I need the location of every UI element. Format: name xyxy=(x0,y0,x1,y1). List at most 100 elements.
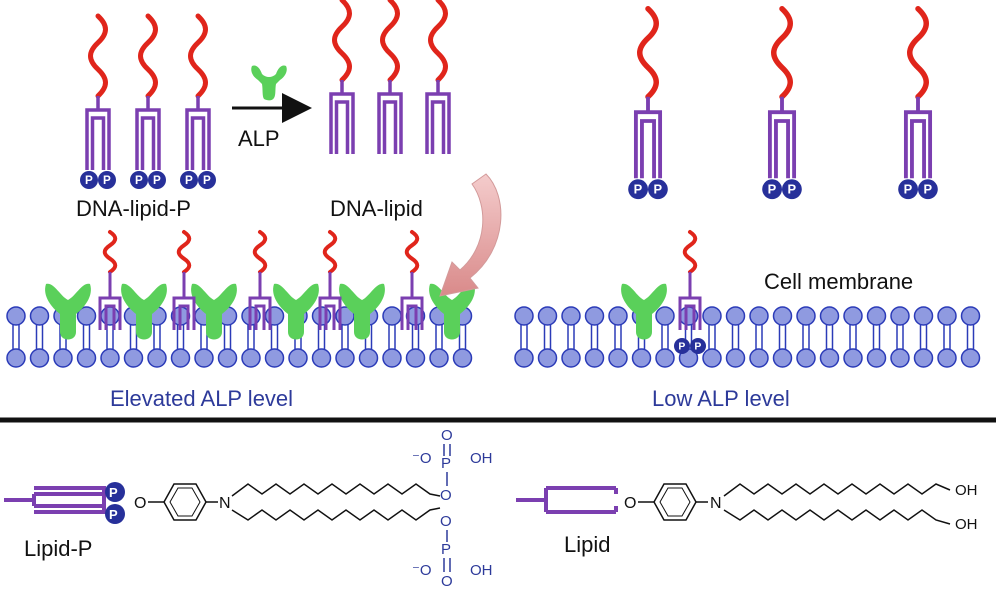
lipid-anchor xyxy=(135,96,161,170)
lipid-tail xyxy=(708,325,716,349)
lipid-tail xyxy=(153,325,161,349)
lipid-tail xyxy=(943,325,951,349)
lipid-tail xyxy=(12,325,20,349)
phosphate-label: P xyxy=(694,342,701,353)
lipid-tail xyxy=(458,325,467,349)
lipid-tail xyxy=(896,325,904,349)
lipid-head xyxy=(53,348,73,368)
lipid-head xyxy=(76,348,97,368)
lipid-head xyxy=(452,348,473,368)
membrane-dna-lipid xyxy=(248,230,272,330)
lipid-tail xyxy=(106,325,114,349)
lipid-head xyxy=(702,306,722,326)
lipid-tail xyxy=(802,325,810,349)
lipid-anchor xyxy=(172,272,196,330)
phosphate-label: P xyxy=(904,182,913,197)
lipid-structure: Lipid O N OH OH xyxy=(516,482,978,557)
lipid-head xyxy=(913,306,934,326)
lipid-head xyxy=(772,306,793,326)
ester-oxygen: O xyxy=(440,487,452,504)
alp-enzyme xyxy=(191,283,237,340)
low-alp-level-label: Low ALP level xyxy=(652,386,790,411)
lipid-tail xyxy=(661,325,669,349)
lipid-head xyxy=(960,306,981,326)
alp-enzyme xyxy=(429,283,475,340)
alp-enzyme xyxy=(121,283,167,340)
lipid-head xyxy=(382,348,402,368)
phosphate-bead xyxy=(105,482,125,502)
phosphate-bead xyxy=(80,171,98,189)
hydroxyl-group: OH xyxy=(470,450,493,467)
dna-strand xyxy=(188,13,208,99)
lipid-anchor xyxy=(678,272,702,330)
lipid-head xyxy=(194,348,214,368)
dna-strand xyxy=(322,230,338,274)
phosphate-bead xyxy=(648,179,668,200)
lipid-head xyxy=(561,348,581,368)
lipid-head xyxy=(29,306,50,326)
lipid-head xyxy=(960,348,981,368)
lipid-head xyxy=(866,306,887,326)
dna-strand xyxy=(176,230,192,274)
alp-enzyme xyxy=(621,283,667,340)
lipid-anchor xyxy=(767,96,797,179)
lipid-tail xyxy=(35,325,44,349)
lipid-tail xyxy=(543,325,552,349)
nitrogen-atom: N xyxy=(710,495,722,512)
dna-strand xyxy=(138,13,158,99)
phosphate-bead xyxy=(690,338,706,354)
dna-strand xyxy=(252,230,268,274)
lipid-head xyxy=(843,306,863,326)
lipid-head xyxy=(382,306,402,326)
lipid-tail xyxy=(825,325,834,349)
lipid-head xyxy=(890,306,910,326)
lipid-tail xyxy=(731,325,740,349)
lipid-head xyxy=(608,306,628,326)
phosphate-label: P xyxy=(787,182,796,197)
dna-lipid-probe xyxy=(377,0,403,154)
lipid-tail xyxy=(614,325,622,349)
lipid-head xyxy=(537,348,558,368)
phosphorus-atom: P xyxy=(441,541,451,558)
lipid-tail xyxy=(872,325,881,349)
lipid-anchor xyxy=(903,96,933,179)
phosphate-bead xyxy=(148,171,166,189)
lipid-anchor xyxy=(248,272,272,330)
cell-membrane-low xyxy=(514,306,981,368)
lipid-head xyxy=(100,306,120,326)
phosphate-label: P xyxy=(634,182,643,197)
lipid-anchor xyxy=(318,272,342,330)
lipid-tail xyxy=(966,325,975,349)
lipid-label: Lipid xyxy=(564,532,610,557)
lipid-head xyxy=(843,348,863,368)
dna-lipid-p-label: DNA-lipid-P xyxy=(76,196,191,221)
insertion-arrow xyxy=(439,173,502,297)
lipid-head xyxy=(6,348,26,368)
phosphate-label: P xyxy=(109,485,118,500)
lipid-head xyxy=(123,348,144,368)
membrane-dna-lipid xyxy=(400,230,424,330)
lipid-head xyxy=(608,348,628,368)
lipid-tail xyxy=(778,325,787,349)
phosphate-bead xyxy=(918,179,938,200)
phosphate-bead xyxy=(762,179,782,200)
phosphate-label: P xyxy=(153,174,161,187)
phosphate-bead xyxy=(628,179,648,200)
lipid-head xyxy=(749,306,769,326)
lipid-tail xyxy=(411,325,420,349)
phosphoryl-oxygen: O xyxy=(441,573,453,590)
phosphate-bead xyxy=(198,171,216,189)
ester-oxygen: O xyxy=(440,513,452,530)
lipid-head xyxy=(429,348,449,368)
lipid-head xyxy=(264,306,285,326)
lipid-head xyxy=(76,306,97,326)
hydroxyl-group: OH xyxy=(955,482,978,499)
lipid-head xyxy=(796,306,816,326)
lipid-head xyxy=(514,348,534,368)
